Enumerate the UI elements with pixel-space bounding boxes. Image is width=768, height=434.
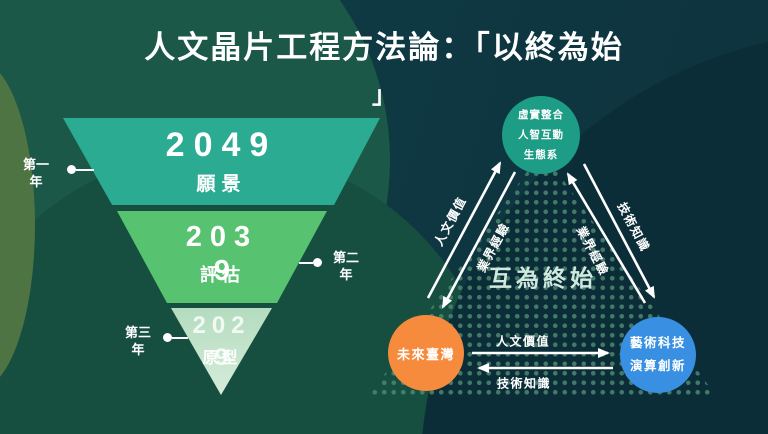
milestone-year1-line1: 第一: [22, 157, 49, 172]
title-block: 人文晶片工程方法論：「以終為始 」: [0, 0, 768, 110]
milestone-year2-dot: [313, 258, 322, 267]
node-left-line1: 未來臺灣: [396, 346, 455, 362]
edge-label-human-values-bottom: 人文價值: [495, 334, 551, 349]
page-title: 人文晶片工程方法論：「以終為始: [144, 30, 624, 65]
arrow-right-outer-down: [582, 163, 656, 299]
milestone-year2-line1: 第二: [332, 250, 359, 265]
milestone-year1-label: 第一 年: [16, 156, 56, 190]
milestone-year1-line2: 年: [29, 174, 43, 189]
center-motto: 互為終始: [489, 265, 597, 291]
milestone-year2-connector: [299, 261, 313, 264]
node-future-taiwan-circle: 未來臺灣: [388, 315, 464, 391]
funnel-tier-2049-vision: 2049 願景: [63, 118, 380, 205]
arrow-right-inner-up: [566, 172, 647, 304]
node-art-tech-circle: 藝術科技 演算創新: [620, 317, 696, 393]
milestone-year1-connector: [76, 168, 94, 171]
tier2-year: 203: [185, 221, 259, 253]
tier3-label: 原型: [202, 350, 241, 367]
node-right-line2: 演算創新: [629, 359, 686, 373]
arrow-left-inner-down: [441, 171, 517, 309]
milestone-year2-line2: 年: [339, 267, 353, 282]
node-ecosystem-circle: 虛實整合 人智互動 生態系: [502, 96, 580, 174]
milestone-year3-label: 第三 年: [118, 324, 158, 358]
tier1-year: 2049: [165, 126, 278, 164]
node-top-line2: 人智互動: [518, 129, 564, 141]
tier3-year-overflow-digit: 9: [214, 344, 229, 371]
node-top-line3: 生態系: [523, 149, 559, 161]
node-top-line1: 虛實整合: [518, 109, 564, 121]
tier1-label: 願景: [196, 174, 247, 195]
page-title-closing-bracket: 」: [372, 82, 396, 109]
milestone-year3-line2: 年: [131, 342, 145, 357]
milestone-year2-label: 第二 年: [326, 249, 366, 283]
milestone-year3-dot: [163, 333, 172, 342]
milestone-year3-connector: [172, 336, 188, 339]
edge-label-technical-knowledge-bottom: 技術知識: [496, 376, 552, 391]
tier2-year-overflow-digit: 9: [213, 255, 231, 287]
milestone-year3-line1: 第三: [124, 325, 151, 340]
node-right-line1: 藝術科技: [629, 336, 686, 350]
milestone-year1-dot: [67, 165, 76, 174]
tier2-label: 評估: [200, 265, 244, 285]
tier3-year: 202: [192, 312, 251, 339]
arrow-left-outer-up: [426, 161, 502, 299]
